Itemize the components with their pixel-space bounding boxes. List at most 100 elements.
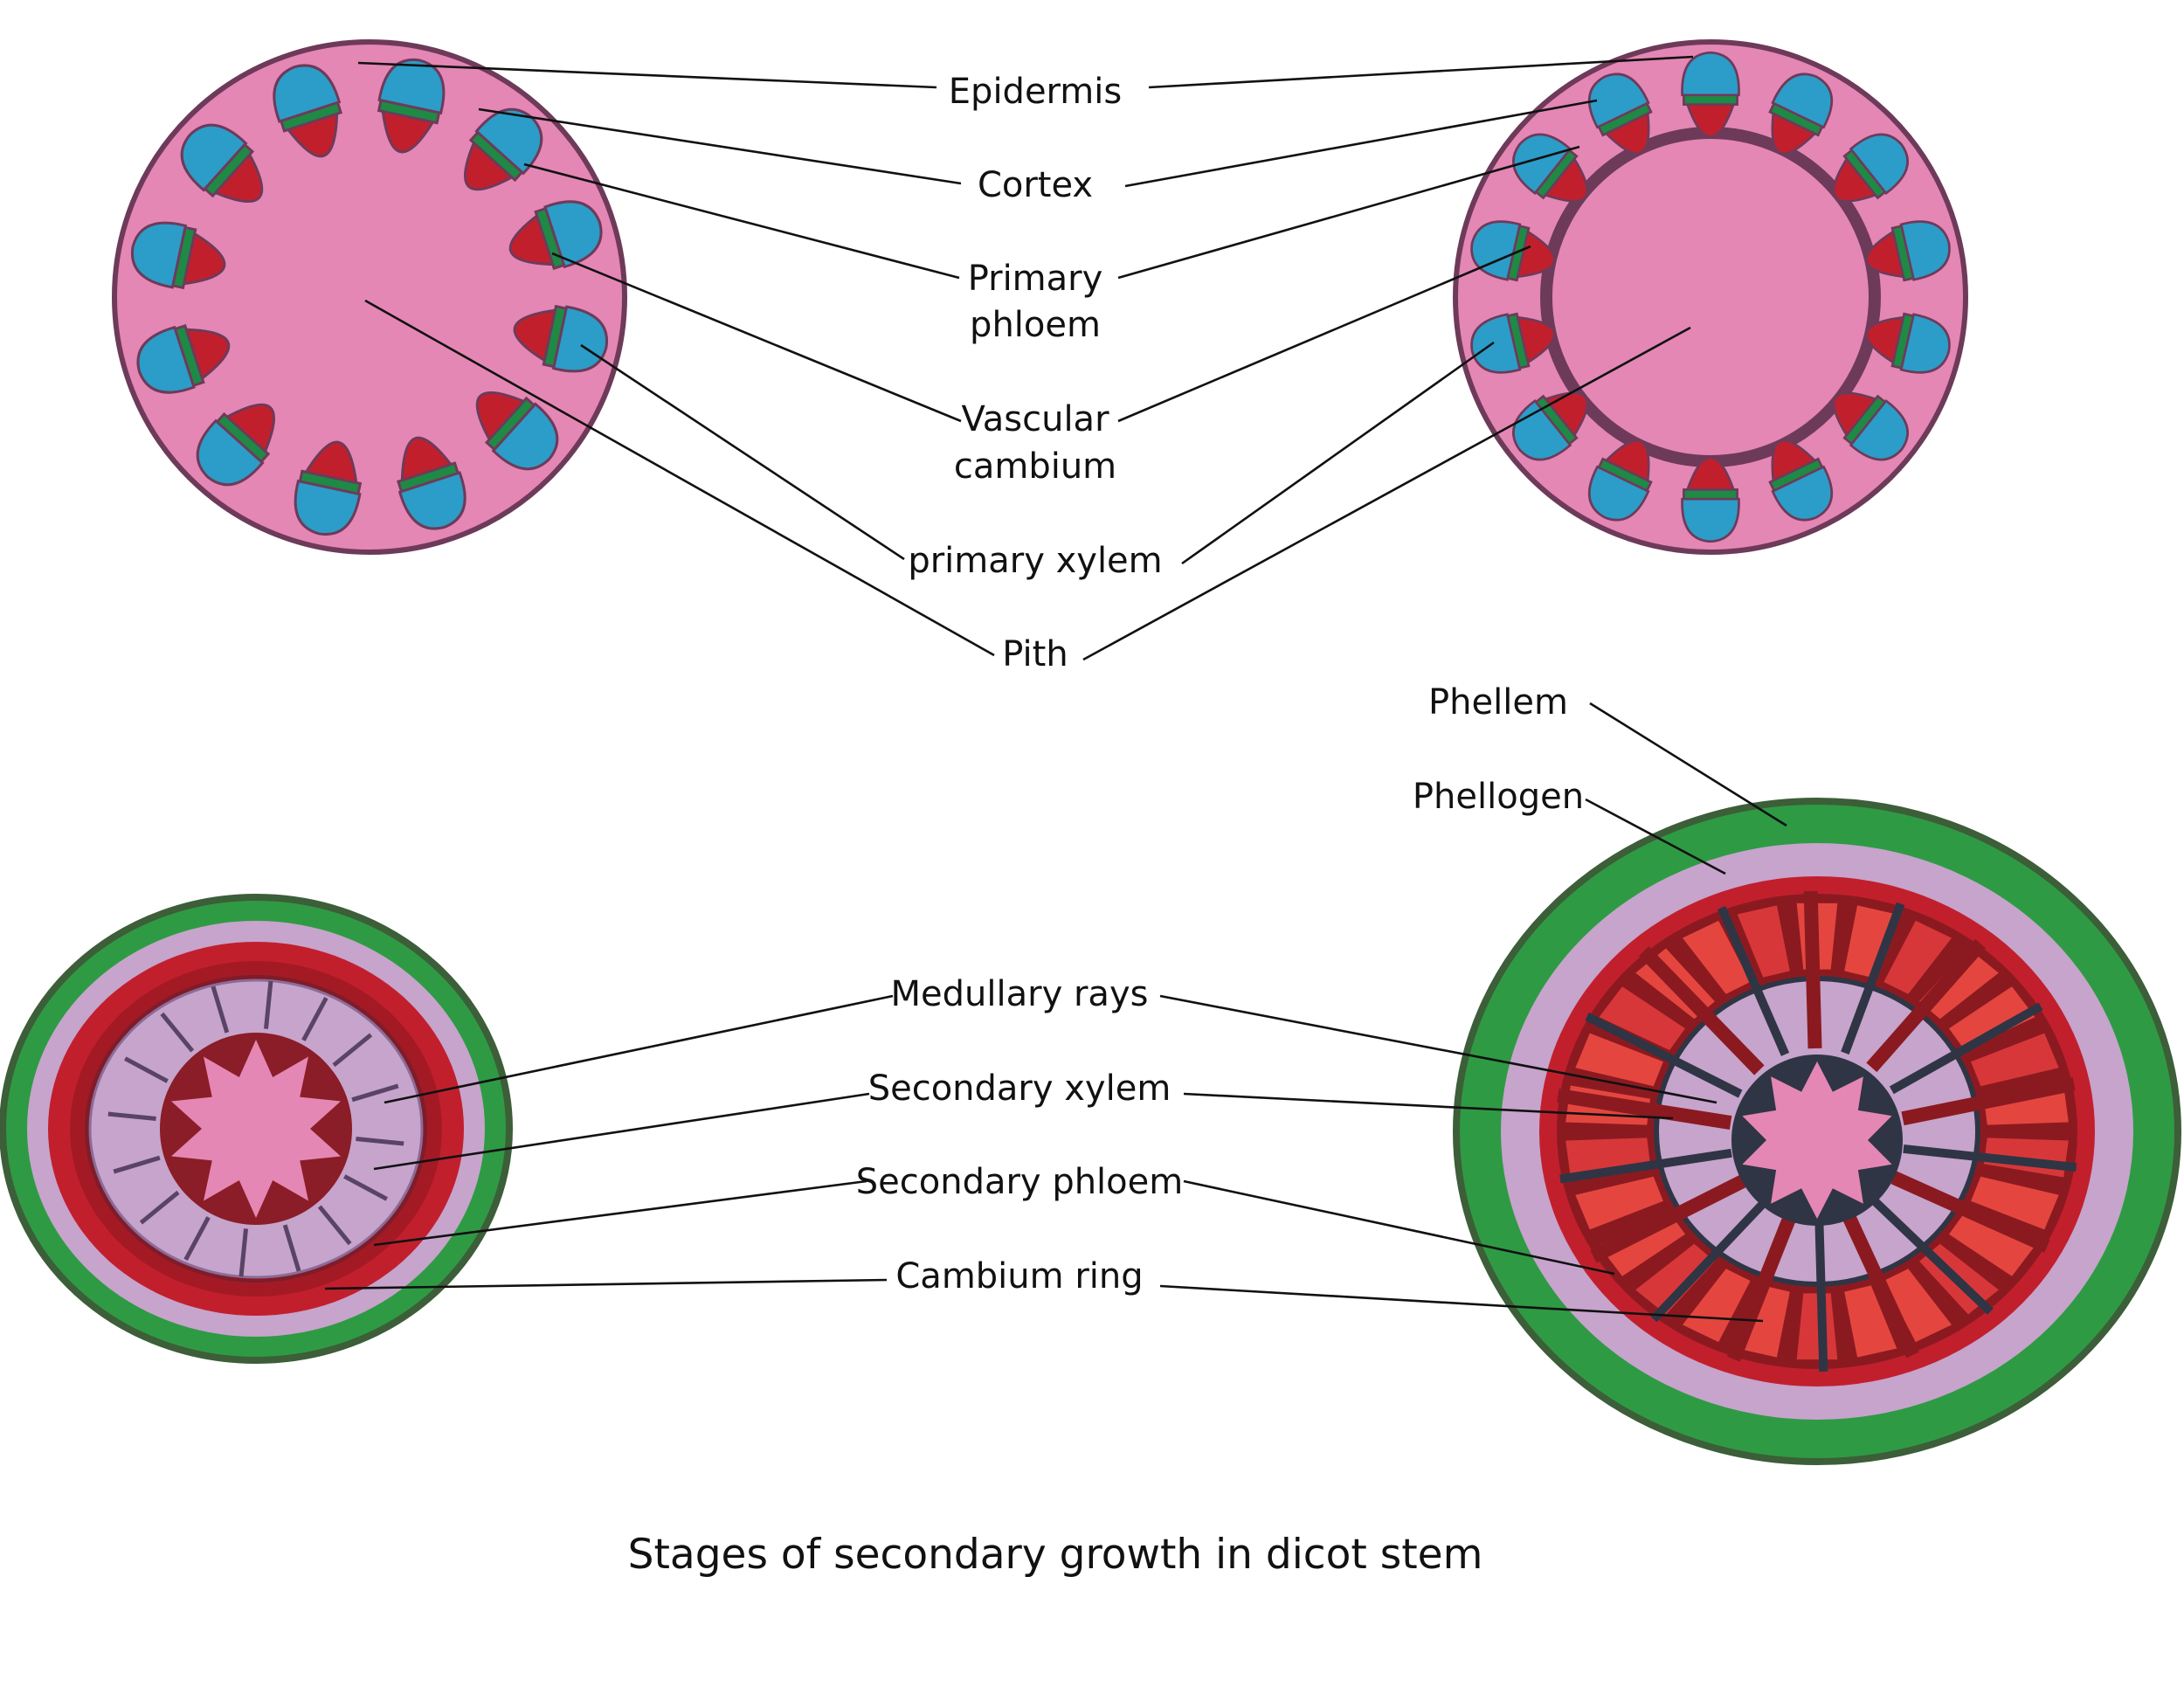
stem2-bundle-phloem xyxy=(1681,497,1740,543)
label-primary-xylem: primary xylem xyxy=(908,541,1162,581)
stem4-wood-block xyxy=(1971,1176,2059,1230)
stem4-pith xyxy=(1742,1061,1892,1219)
leader-cortex-right xyxy=(1124,99,1598,188)
leader-epidermis-right xyxy=(1148,55,1694,89)
stem2-bundle-phloem xyxy=(1681,51,1740,97)
stem2-bundle-phloem xyxy=(1849,133,1909,196)
stem4-wood-block xyxy=(1844,1285,1897,1358)
stem2-bundle-xylem xyxy=(1542,156,1589,203)
stem4-wood-block xyxy=(1635,1243,1715,1315)
stem3-pith xyxy=(171,1040,341,1218)
stem4-ray xyxy=(1726,1215,1796,1362)
stem1-bundle-phloem xyxy=(377,58,446,115)
leader-cambium-ring-left xyxy=(324,1278,888,1290)
stem2-bundle-xylem xyxy=(1832,391,1879,439)
stem1-bundle xyxy=(136,323,231,394)
stem2-bundle xyxy=(1587,73,1653,155)
stem2-vascular-bundles xyxy=(1470,51,1951,543)
stem1-bundle xyxy=(273,64,343,158)
leader-primary-xylem-left xyxy=(580,343,905,561)
leader-vascular-cambium-right xyxy=(1117,245,1531,423)
stem1-bundle xyxy=(475,391,559,471)
stem4-wood-block xyxy=(1575,1176,1663,1230)
stem4-wood-block xyxy=(1949,1213,2035,1276)
stem2-bundle xyxy=(1865,220,1951,282)
stem2-bundle-xylem xyxy=(1771,439,1819,484)
stem1-bundle xyxy=(294,440,363,536)
label-vascular-cambium-line1: Vascular xyxy=(961,399,1109,439)
stem4-wood-block xyxy=(1844,905,1897,978)
stem2-bundle xyxy=(1681,456,1740,543)
stem3-ray xyxy=(351,1083,399,1103)
stem3-ray xyxy=(301,997,328,1041)
stem2-bundle-xylem xyxy=(1602,439,1650,484)
label-cortex: Cortex xyxy=(978,165,1093,205)
stem4-ray xyxy=(1889,1002,2043,1095)
stem2-bundle-phloem xyxy=(1470,313,1522,374)
diagram-title: Stages of secondary growth in dicot stem xyxy=(628,1531,1483,1579)
stem4-wood-block xyxy=(1919,948,1999,1020)
stem1-bundle-xylem xyxy=(183,328,231,382)
stem3-ray xyxy=(282,1224,301,1272)
stem4-wood-block xyxy=(1575,1033,1663,1087)
label-medullary-rays: Medullary rays xyxy=(891,974,1149,1014)
stem2-bundle-xylem xyxy=(1685,101,1736,138)
stem3-ray xyxy=(139,1190,180,1225)
leader-vascular-cambium-left xyxy=(551,252,962,423)
stem2-bundle-xylem xyxy=(1542,391,1589,439)
stem2-bundle-xylem xyxy=(1685,456,1736,493)
stem1-bundle-phloem xyxy=(294,479,362,536)
stem2-bundle xyxy=(1865,312,1951,374)
stem4-ray xyxy=(1903,1144,2077,1172)
stem2-bundle-xylem xyxy=(1832,156,1879,203)
stem1-bundle-xylem xyxy=(211,150,264,203)
label-cambium-ring: Cambium ring xyxy=(895,1256,1143,1297)
leader-primary-phloem-left xyxy=(523,163,960,280)
stem4-wood-block xyxy=(1737,905,1790,978)
label-phellogen: Phellogen xyxy=(1413,777,1584,817)
stem2-bundle xyxy=(1832,391,1909,461)
stem1-bundle-xylem xyxy=(475,391,528,444)
leader-cambium-ring-right xyxy=(1159,1284,1764,1323)
leader-secondary-xylem-right xyxy=(1183,1092,1674,1120)
stem2-bundle xyxy=(1512,133,1589,203)
stem4-wood-block xyxy=(1949,986,2035,1050)
stem1-bundle xyxy=(196,403,275,487)
label-secondary-xylem: Secondary xylem xyxy=(868,1068,1171,1109)
stem2-epidermis xyxy=(1453,39,1968,555)
stem1-bundle xyxy=(130,221,226,290)
stem2-bundle xyxy=(1768,439,1834,522)
leader-secondary-xylem-left xyxy=(373,1092,870,1171)
stem2-bundle xyxy=(1470,312,1556,374)
stem3-ray xyxy=(356,1136,404,1146)
stem1-bundle xyxy=(396,436,467,530)
stem3-ray xyxy=(107,1111,156,1122)
stem4-ray xyxy=(1803,890,1822,1049)
stem2-bundle xyxy=(1768,73,1834,155)
stem4-ray xyxy=(1841,902,1905,1055)
stem1-bundle-phloem xyxy=(491,402,559,471)
stem1-bundle-xylem xyxy=(400,436,454,484)
label-pith: Pith xyxy=(1002,634,1068,674)
label-vascular-cambium-line2: cambium xyxy=(954,446,1116,487)
stem1-bundle-xylem xyxy=(223,403,275,455)
stem4-wood-block xyxy=(1971,1033,2059,1087)
stem1-vascular-bundles xyxy=(130,58,609,536)
stem4-ray xyxy=(1585,1012,1743,1098)
stem1-bundle-phloem xyxy=(543,200,603,269)
primary-stem-cross-section xyxy=(112,39,627,555)
stem4-ray xyxy=(1866,938,1987,1073)
stem3-ray xyxy=(160,1012,195,1053)
stem2-bundle xyxy=(1587,439,1653,522)
stem3-ray xyxy=(332,1033,373,1068)
stem1-bundle-phloem xyxy=(136,325,196,394)
leader-phellogen xyxy=(1585,798,1726,875)
leader-secondary-phloem-right xyxy=(1183,1179,1615,1276)
stem4-medullary-rays xyxy=(1557,890,2077,1373)
stem1-bundle xyxy=(377,58,446,154)
stem1-bundle xyxy=(508,200,603,271)
advanced-secondary-growth-cross-section xyxy=(1453,798,2181,1465)
stem2-bundle-phloem xyxy=(1899,220,1951,281)
leader-medullary-rays-right xyxy=(1159,994,1717,1104)
stem2-bundle xyxy=(1681,51,1740,138)
